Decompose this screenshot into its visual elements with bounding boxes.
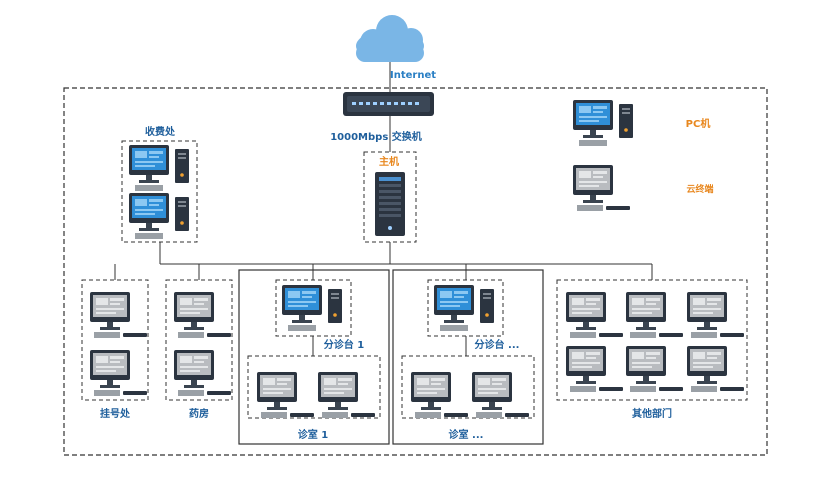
cloud-terminal-icon	[174, 350, 231, 396]
label-other-depts: 其他部门	[632, 407, 672, 420]
switch-icon	[343, 92, 434, 116]
cloud-terminal-icon	[90, 350, 147, 396]
cloud-terminal-icon	[174, 292, 231, 338]
legend: PC机 云终端	[573, 100, 714, 211]
pc-icon	[129, 145, 189, 191]
cloud-icon	[356, 15, 424, 62]
legend-pc-label: PC机	[686, 117, 711, 130]
cloud-terminal-icon	[566, 346, 623, 392]
pc-icon	[282, 285, 342, 331]
clinic-1-terminals	[247, 355, 381, 419]
label-triage-n: 分诊台 ...	[475, 338, 520, 351]
registration-group	[81, 279, 149, 401]
cloud-terminal-icon	[318, 372, 375, 418]
cloud-terminal-icon	[687, 292, 744, 338]
clinic-n-group	[392, 269, 544, 445]
label-clinic-1: 诊室 1	[298, 428, 328, 441]
cloud-terminal-icon	[687, 346, 744, 392]
cloud-terminal-icon	[257, 372, 314, 418]
lan-boundary	[63, 87, 768, 456]
legend-cloud-terminal-icon	[573, 165, 630, 211]
label-internet: Internet	[390, 70, 436, 81]
label-server: 主机	[379, 155, 399, 168]
pc-icon	[434, 285, 494, 331]
cloud-terminal-icon	[626, 346, 683, 392]
label-clinic-n: 诊室 ...	[449, 428, 484, 441]
cloud-terminal-icon	[566, 292, 623, 338]
label-registration: 挂号处	[100, 407, 131, 420]
label-cashier: 收费处	[145, 125, 176, 138]
pc-icon	[129, 193, 189, 239]
link-trunk	[114, 116, 653, 280]
legend-cloud-terminal-label: 云终端	[686, 183, 713, 195]
cloud-terminal-icon	[90, 292, 147, 338]
clinic-1-group	[238, 269, 390, 445]
label-switch: 1000Mbps 交换机	[330, 130, 422, 143]
server-icon	[375, 172, 405, 236]
legend-pc-icon	[573, 100, 633, 146]
clinic-n-terminals	[401, 355, 535, 419]
cashier-group	[121, 140, 198, 243]
label-triage-1: 分诊台 1	[324, 338, 364, 351]
other-depts-group	[556, 279, 748, 401]
pharmacy-group	[165, 279, 233, 401]
cloud-terminal-icon	[626, 292, 683, 338]
label-pharmacy: 药房	[189, 407, 209, 420]
cloud-terminal-icon	[411, 372, 468, 418]
cloud-terminal-icon	[472, 372, 529, 418]
